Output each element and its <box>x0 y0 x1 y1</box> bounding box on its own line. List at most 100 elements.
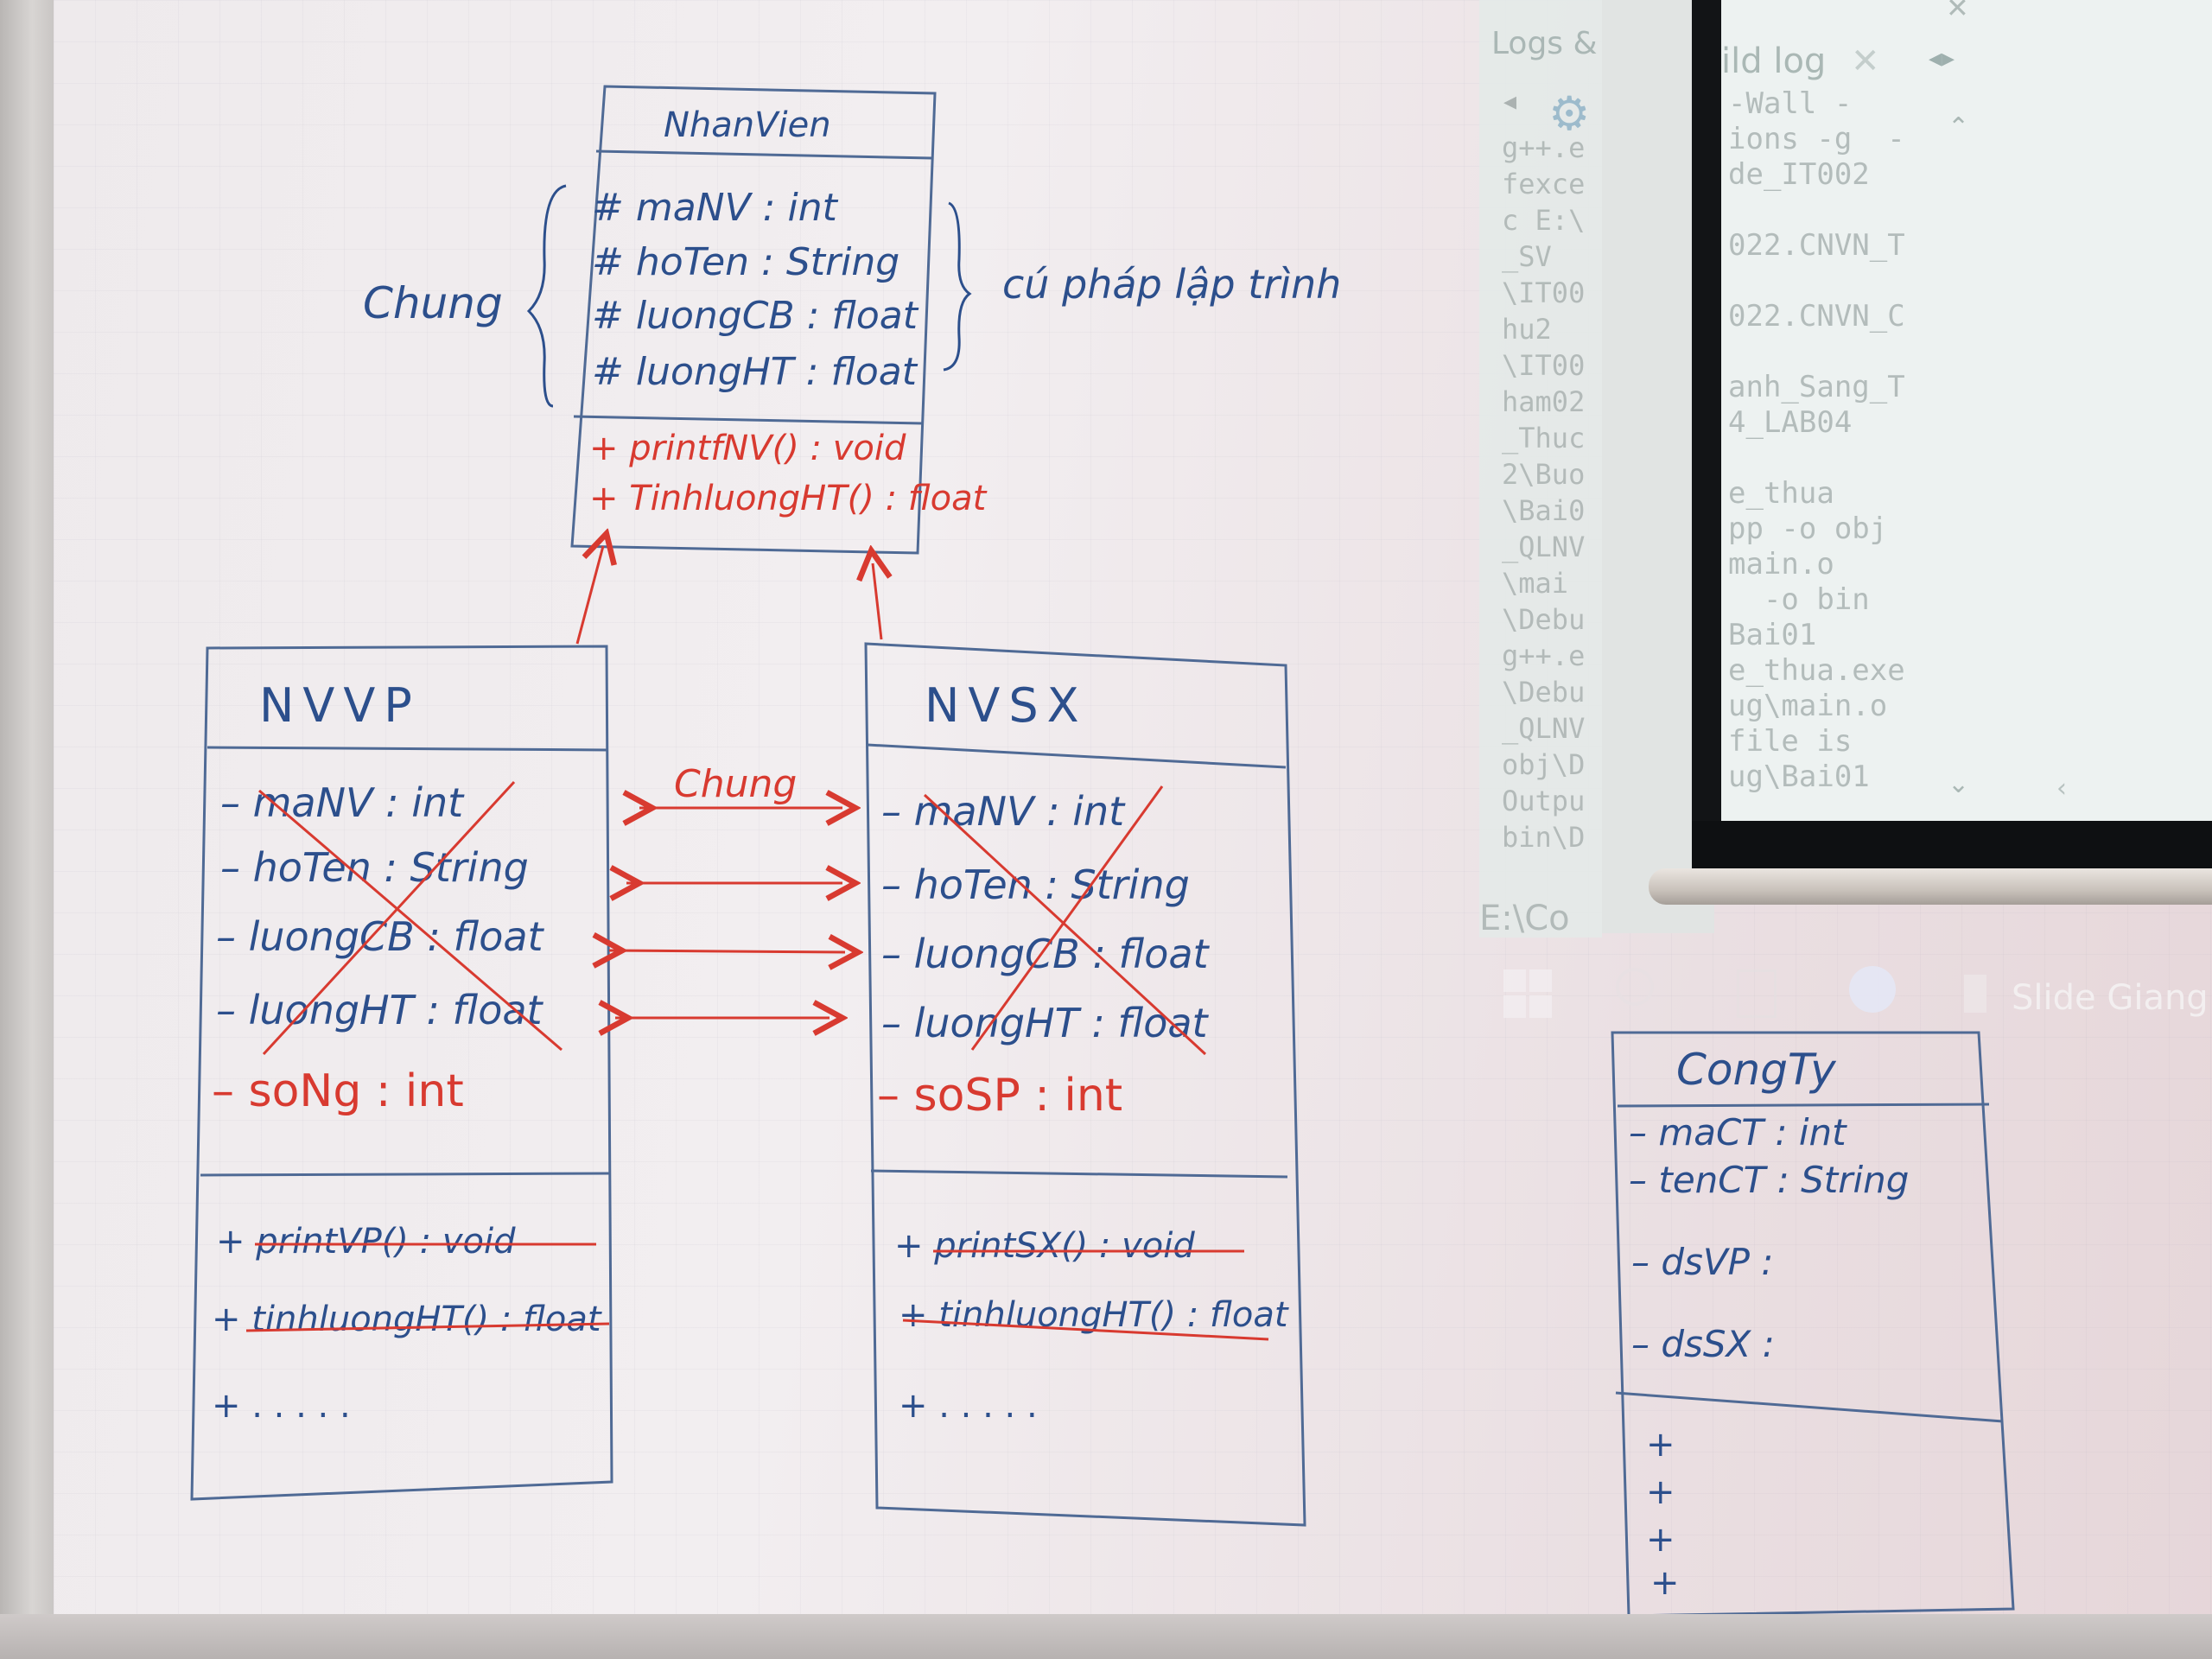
strike-line <box>902 1319 1269 1341</box>
build-log-line: ions -g - <box>1728 122 1905 156</box>
log-line: hu2 <box>1502 313 1552 346</box>
nhanvien-attr: # luongCB : float <box>592 294 919 338</box>
nvvp-more: + . . . . . <box>212 1386 351 1426</box>
nvvp-attr: – maNV : int <box>220 779 465 826</box>
nvvp-own-attr: – soNg : int <box>212 1065 464 1117</box>
nvvp-attr: – luongHT : float <box>216 987 544 1033</box>
logs-panel-footer: E:\Co <box>1479 899 1570 938</box>
log-line: _QLNV <box>1502 531 1586 563</box>
build-log-line: ug\Bai01 <box>1728 760 1870 794</box>
strike-cross <box>970 785 1164 1051</box>
build-log-line: -Wall - <box>1728 86 1853 121</box>
build-log-line: Bai01 <box>1728 618 1817 652</box>
task-view-icon <box>1737 969 1777 1018</box>
nvsx-attr: – luongCB : float <box>881 931 1211 977</box>
nvsx-attr: – maNV : int <box>881 788 1126 835</box>
log-line: _Thuc <box>1502 422 1586 454</box>
build-log-line: -o bin <box>1728 582 1870 617</box>
log-line: g++.e <box>1502 131 1586 164</box>
shared-annotation: Chung <box>674 762 797 806</box>
nvsx-own-attr: – soSP : int <box>877 1070 1122 1122</box>
log-line: \IT00 <box>1502 276 1586 309</box>
log-line: \Bai0 <box>1502 494 1586 527</box>
congty-title: CongTy <box>1676 1045 1837 1095</box>
windows-start-icon <box>1503 969 1554 1020</box>
log-line: bin\D <box>1502 821 1586 854</box>
build-log-line: 022.CNVN_C <box>1728 299 1905 334</box>
build-log-line: pp -o obj <box>1728 512 1888 546</box>
gear-icon: ⚙ <box>1548 86 1591 141</box>
log-line: Outpu <box>1502 785 1586 817</box>
shared-attribute-arrow <box>609 950 845 952</box>
projected-taskbar: Slide Giang <box>1486 950 2212 1046</box>
nvsx-class: NVSX – maNV : int – hoTen : String – luo… <box>864 642 1306 1527</box>
build-log-line: e_thua.exe <box>1728 653 1905 688</box>
nhanvien-attr: # hoTen : String <box>592 240 899 284</box>
build-log-tab: ild log <box>1721 41 1827 81</box>
nvvp-method: + printVP() : void <box>216 1222 516 1262</box>
log-line: 2\Buo <box>1502 458 1586 491</box>
strike-cross <box>923 793 1207 1056</box>
log-line: \Debu <box>1502 676 1586 709</box>
nvsx-title: NVSX <box>925 678 1088 733</box>
whiteboard-frame-left <box>0 0 54 1659</box>
log-line: _SV <box>1502 240 1552 273</box>
congty-method: + <box>1646 1472 1675 1512</box>
congty-attr: – maCT : int <box>1629 1111 1847 1154</box>
log-line: fexce <box>1502 168 1586 200</box>
search-icon <box>1616 968 1654 1006</box>
congty-list: – dsSX : <box>1631 1323 1775 1365</box>
congty-method: + <box>1650 1563 1680 1603</box>
scroll-down-icon: ⌄ <box>1948 769 1970 799</box>
projector-screen-roller <box>1649 868 2212 905</box>
tab-nav-arrows-icon: ◂▸ <box>1929 43 1955 73</box>
nhanvien-attr: # maNV : int <box>592 186 839 230</box>
build-log-line: file is <box>1728 724 1853 759</box>
congty-method: + <box>1646 1520 1675 1560</box>
nvvp-class: NVVP – maNV : int – hoTen : String – luo… <box>190 645 613 1501</box>
annotation-right: cú pháp lập trình <box>1002 261 1341 308</box>
nhanvien-class: NhanVien # maNV : int # hoTen : String #… <box>570 85 988 555</box>
nhanvien-title: NhanVien <box>664 105 831 145</box>
build-log-line: de_IT002 <box>1728 157 1870 192</box>
log-line: g++.e <box>1502 639 1586 672</box>
nvsx-attr: – luongHT : float <box>881 1000 1210 1046</box>
strike-cross <box>262 780 516 1056</box>
taskbar-label: Slide Giang <box>2012 978 2209 1018</box>
annotation-left: Chung <box>363 278 503 328</box>
close-icon: ✕ <box>1946 0 1969 24</box>
nvvp-title: NVVP <box>259 678 421 733</box>
nvvp-method: + tinhluongHT() : float <box>212 1300 602 1339</box>
log-line: \mai <box>1502 567 1569 600</box>
nvsx-more: + . . . . . <box>899 1386 1038 1426</box>
build-log-line: ug\main.o <box>1728 689 1888 723</box>
congty-list: – dsVP : <box>1631 1241 1773 1283</box>
nvsx-method: + tinhluongHT() : float <box>899 1295 1289 1335</box>
build-log-line: anh_Sang_T <box>1728 370 1905 404</box>
nvvp-attr: – hoTen : String <box>220 844 529 891</box>
tab-close-icon: ✕ <box>1851 41 1880 81</box>
log-line: ham02 <box>1502 385 1586 418</box>
projected-build-log: ✕ ild log ✕ ◂▸ -Wall -ions -g -de_IT002 … <box>1721 0 2212 821</box>
build-log-line: 4_LAB04 <box>1728 405 1853 440</box>
slide-file-icon <box>1964 975 1986 1013</box>
nhanvien-attr: # luongHT : float <box>592 350 918 394</box>
congty-method: + <box>1646 1425 1675 1465</box>
logs-panel-header: Logs & <box>1491 26 1598 61</box>
screen-frame <box>1692 0 1726 868</box>
log-line: \IT00 <box>1502 349 1586 382</box>
app-icon <box>1849 966 1896 1013</box>
log-line: obj\D <box>1502 748 1586 781</box>
inheritance-arrow-nvsx <box>873 563 881 640</box>
congty-class: CongTy – maCT : int – tenCT : String – d… <box>1611 1031 2015 1618</box>
strike-line <box>245 1322 610 1332</box>
log-line: _QLNV <box>1502 712 1586 745</box>
scroll-up-icon: ⌃ <box>1948 112 1970 143</box>
inheritance-arrow-nvvp <box>575 546 603 645</box>
build-log-line: main.o <box>1728 547 1834 582</box>
nvsx-attr: – hoTen : String <box>881 861 1190 908</box>
log-line: c E:\ <box>1502 204 1586 237</box>
